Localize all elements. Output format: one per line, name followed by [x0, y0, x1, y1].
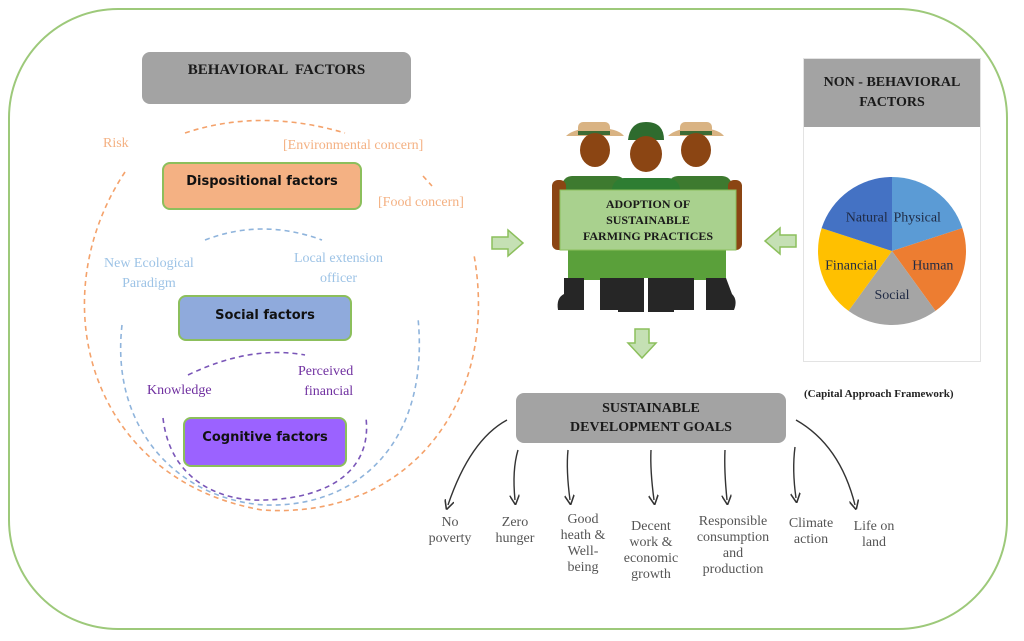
capital-approach-caption: (Capital Approach Framework) — [804, 388, 954, 400]
social-ring-top — [204, 228, 323, 241]
adoption-sign — [559, 189, 737, 251]
pie-slice-financial — [818, 228, 892, 311]
behavioral-factors-title: BEHAVIORAL FACTORS — [142, 52, 411, 104]
dispositional-ring-arc — [83, 171, 480, 512]
social-item-local-extension-officer: Local extension officer — [294, 251, 384, 286]
social-factors-label: Social factors — [215, 308, 315, 323]
non-behavioral-title-line1: NON - BEHAVIORAL — [823, 75, 961, 90]
pie-label-financial: Financial — [825, 258, 877, 273]
social-item-new-ecological-paradigm: New Ecological Paradigm — [104, 256, 194, 291]
pie-slice-physical — [892, 177, 963, 251]
cognitive-item-knowledge: Knowledge — [147, 383, 212, 398]
sdg-goal-no-poverty: No poverty — [428, 515, 472, 546]
sdg-title-line2: DEVELOPMENT GOALS — [570, 420, 732, 435]
cognitive-item-perceived-financial: Perceived financial — [298, 364, 354, 399]
cognitive-ring-top — [187, 351, 306, 376]
sdg-goal-zero-hunger: Zero hunger — [495, 515, 535, 546]
social-ring-arc — [119, 317, 421, 506]
dispositional-item-risk: Risk — [103, 136, 129, 151]
pie-label-social: Social — [875, 288, 910, 303]
adoption-text-line1: ADOPTION OF — [606, 197, 690, 211]
sdg-goal-decent-work: Decent work & economic growth — [623, 519, 679, 582]
non-behavioral-title: NON - BEHAVIORAL FACTORS — [804, 59, 980, 127]
sdg-goal-responsible-consumption: Responsible consumption and production — [696, 514, 770, 577]
pie-label-human: Human — [912, 258, 953, 273]
pie-label-natural: Natural — [846, 210, 888, 225]
farmers-illustration: ADOPTION OF SUSTAINABLE FARMING PRACTICE… — [552, 122, 742, 312]
dispositional-factors-label: Dispositional factors — [186, 174, 338, 189]
sdg-goal-life-on-land: Life on land — [853, 519, 895, 550]
outer-frame — [8, 8, 1008, 630]
dispositional-factors-box: Dispositional factors — [162, 162, 362, 210]
sdg-title-line1: SUSTAINABLE — [602, 401, 700, 416]
pie-slice-social — [848, 251, 936, 325]
sdg-goal-climate-action: Climate action — [788, 516, 834, 547]
arrow-left-icon — [763, 226, 797, 256]
behavioral-title-text: BEHAVIORAL FACTORS — [187, 62, 366, 78]
pie-slice-human — [892, 228, 966, 311]
sdg-goal-good-health: Good heath & Well- being — [560, 512, 606, 575]
dispositional-ring-top — [184, 119, 346, 134]
cognitive-ring-arc — [162, 417, 368, 501]
non-behavioral-title-line2: FACTORS — [859, 95, 925, 110]
cognitive-factors-box: Cognitive factors — [183, 417, 347, 467]
pie-slice-natural — [821, 177, 892, 251]
adoption-text-line2: SUSTAINABLE — [606, 213, 690, 227]
social-factors-box: Social factors — [178, 295, 352, 341]
dispositional-ring-right — [422, 175, 433, 187]
pie-label-physical: Physical — [894, 210, 942, 225]
dispositional-item-food-concern: [Food concern] — [378, 195, 464, 210]
adoption-text-line3: FARMING PRACTICES — [583, 229, 713, 243]
cognitive-factors-label: Cognitive factors — [202, 430, 328, 445]
arrow-down-icon — [626, 328, 658, 360]
dispositional-item-environmental-concern: [Environmental concern] — [283, 138, 424, 153]
sdg-title-box: SUSTAINABLE DEVELOPMENT GOALS — [516, 393, 786, 443]
arrow-right-icon — [491, 228, 525, 258]
